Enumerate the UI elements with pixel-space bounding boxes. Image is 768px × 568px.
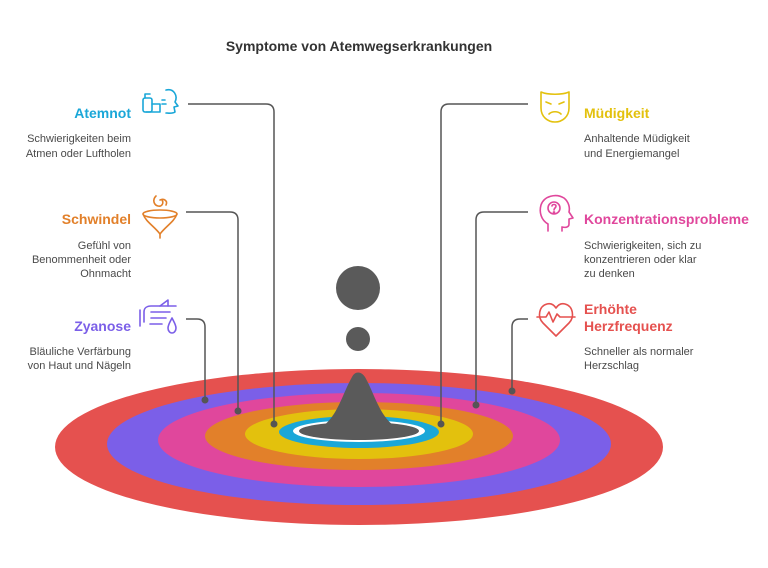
label-atemnot-title: Atemnot (74, 105, 131, 121)
connector-herz (511, 318, 528, 390)
label-zyanose: Zyanose Bläuliche Verfärbung von Haut un… (28, 318, 132, 372)
label-herz: Erhöhte Herzfrequenz Schneller als norma… (584, 301, 694, 372)
label-muedigkeit-title: Müdigkeit (584, 105, 650, 121)
connectors (186, 103, 528, 428)
label-herz-desc-2: Herzschlag (584, 360, 639, 372)
spinning-top-icon (142, 195, 178, 239)
label-schwindel-title: Schwindel (62, 211, 131, 227)
small-drop (346, 327, 370, 351)
hand-drop-icon (139, 299, 177, 334)
water-drop (306, 266, 412, 432)
label-muedigkeit-desc-1: Anhaltende Müdigkeit (584, 133, 690, 145)
connector-zyanose (186, 318, 206, 399)
tired-face-icon (540, 91, 570, 123)
label-muedigkeit: Müdigkeit Anhaltende Müdigkeit und Energ… (584, 105, 690, 160)
splash-peak (306, 372, 412, 432)
label-schwindel-desc-3: Ohnmacht (80, 268, 131, 280)
connector-muedigkeit-dot (437, 420, 445, 428)
label-zyanose-desc-2: von Haut und Nägeln (28, 360, 131, 372)
label-konzentration-desc-1: Schwierigkeiten, sich zu (584, 240, 701, 252)
label-konzentration-desc-3: zu denken (584, 268, 635, 280)
connector-atemnot (188, 103, 275, 423)
connector-konzentration (475, 211, 528, 404)
connector-herz-dot (508, 387, 516, 395)
label-atemnot-desc-1: Schwierigkeiten beim (27, 133, 131, 145)
label-herz-desc-1: Schneller als normaler (584, 346, 694, 358)
connector-schwindel (186, 211, 239, 410)
head-question-icon (539, 194, 574, 232)
connector-zyanose-dot (201, 396, 209, 404)
label-atemnot-desc-2: Atmen oder Luftholen (26, 148, 131, 160)
large-drop (336, 266, 380, 310)
label-schwindel-desc-2: Benommenheit oder (32, 254, 131, 266)
label-herz-title-1: Erhöhte (584, 301, 637, 317)
label-muedigkeit-desc-2: und Energiemangel (584, 148, 679, 160)
label-zyanose-desc-1: Bläuliche Verfärbung (29, 346, 131, 358)
page-title: Symptome von Atemwegserkrankungen (226, 38, 492, 54)
label-atemnot: Atemnot Schwierigkeiten beim Atmen oder … (26, 105, 132, 160)
label-konzentration-desc-2: konzentrieren oder klar (584, 254, 697, 266)
label-konzentration: Konzentrationsprobleme Schwierigkeiten, … (584, 211, 749, 280)
label-konzentration-title: Konzentrationsprobleme (584, 211, 749, 227)
heart-pulse-icon (536, 302, 576, 337)
connector-atemnot-dot (270, 420, 278, 428)
connector-muedigkeit (440, 103, 528, 423)
label-schwindel: Schwindel Gefühl von Benommenheit oder O… (32, 211, 131, 280)
label-schwindel-desc-1: Gefühl von (78, 240, 131, 252)
label-zyanose-title: Zyanose (74, 318, 131, 334)
connector-konzentration-dot (472, 401, 480, 409)
label-herz-title-2: Herzfrequenz (584, 318, 673, 334)
connector-schwindel-dot (234, 407, 242, 415)
inhaler-icon (142, 88, 179, 115)
